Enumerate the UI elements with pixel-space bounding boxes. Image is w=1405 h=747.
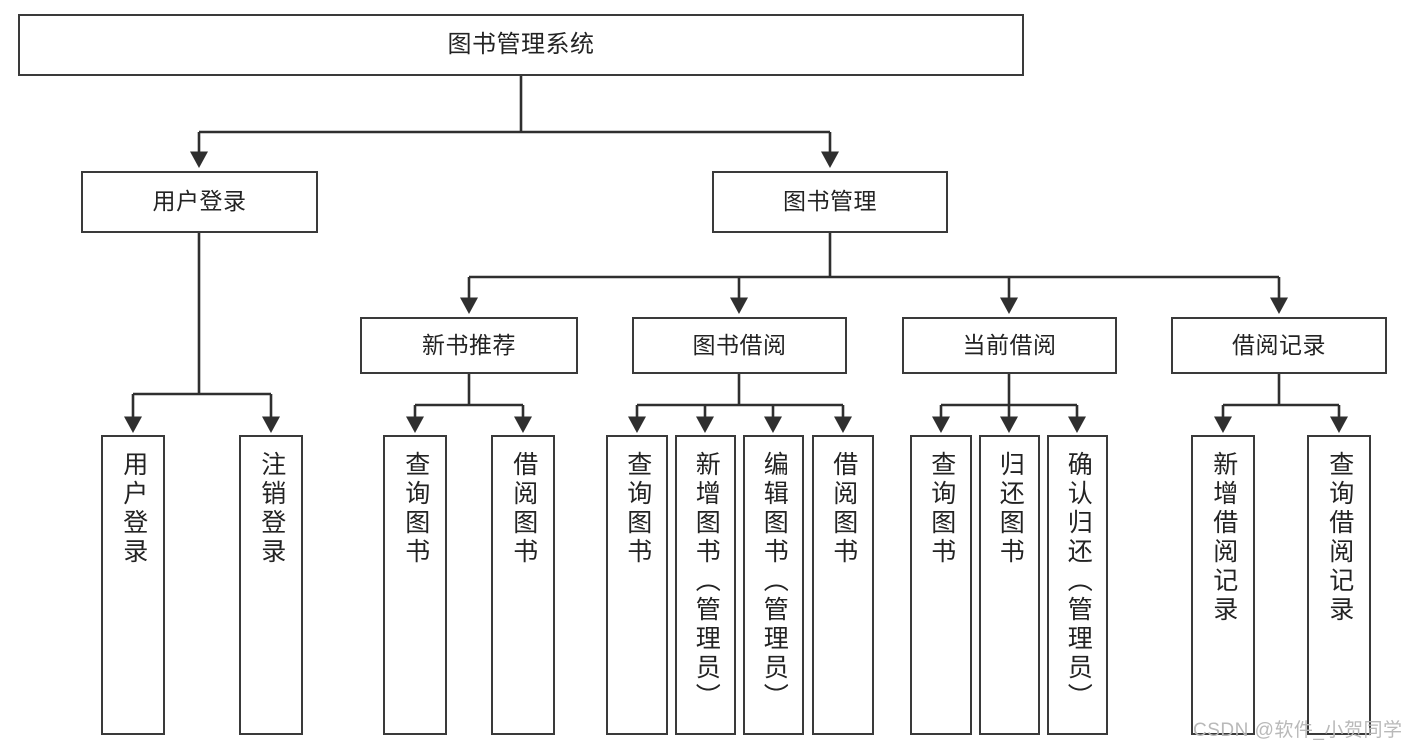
node-label: 借阅记录 [1232, 331, 1326, 358]
leaf-borrow-book-recommend[interactable]: 借阅图书 [491, 435, 555, 735]
node-current-borrow[interactable]: 当前借阅 [902, 317, 1117, 374]
leaf-borrow-book-borrow[interactable]: 借阅图书 [812, 435, 874, 735]
node-label: 确认归还（管理员） [1064, 451, 1093, 712]
node-label: 查询图书 [623, 451, 652, 567]
node-label: 归还图书 [996, 451, 1025, 567]
leaf-add-borrow-record[interactable]: 新增借阅记录 [1191, 435, 1255, 735]
leaf-user-logout[interactable]: 注销登录 [239, 435, 303, 735]
node-label: 图书管理 [783, 188, 877, 215]
leaf-query-book-recommend[interactable]: 查询图书 [383, 435, 447, 735]
node-root-book-management-system[interactable]: 图书管理系统 [18, 14, 1024, 76]
leaf-edit-book-admin[interactable]: 编辑图书（管理员） [743, 435, 804, 735]
node-label: 借阅图书 [509, 451, 538, 567]
leaf-query-borrow-record[interactable]: 查询借阅记录 [1307, 435, 1371, 735]
leaf-add-book-admin[interactable]: 新增图书（管理员） [675, 435, 736, 735]
leaf-confirm-return-admin[interactable]: 确认归还（管理员） [1047, 435, 1108, 735]
node-label: 新增借阅记录 [1209, 451, 1238, 625]
node-label: 编辑图书（管理员） [760, 451, 789, 712]
leaf-query-book-current[interactable]: 查询图书 [910, 435, 972, 735]
leaf-query-book-borrow[interactable]: 查询图书 [606, 435, 668, 735]
node-label: 查询图书 [401, 451, 430, 567]
node-label: 新增图书（管理员） [692, 451, 721, 712]
node-new-book-recommend[interactable]: 新书推荐 [360, 317, 578, 374]
node-book-manage[interactable]: 图书管理 [712, 171, 948, 233]
node-label: 查询图书 [927, 451, 956, 567]
node-label: 图书管理系统 [447, 30, 595, 58]
node-borrow-record[interactable]: 借阅记录 [1171, 317, 1387, 374]
node-label: 借阅图书 [829, 451, 858, 567]
node-book-borrow[interactable]: 图书借阅 [632, 317, 847, 374]
node-label: 注销登录 [257, 451, 286, 567]
node-label: 当前借阅 [962, 331, 1057, 358]
leaf-user-login[interactable]: 用户登录 [101, 435, 165, 735]
node-label: 用户登录 [119, 451, 148, 567]
node-label: 新书推荐 [422, 331, 516, 358]
node-user-login[interactable]: 用户登录 [81, 171, 318, 233]
node-label: 查询借阅记录 [1325, 451, 1354, 625]
leaf-return-book[interactable]: 归还图书 [979, 435, 1040, 735]
csdn-watermark: CSDN @软件_小贺同学 [1193, 720, 1403, 741]
node-label: 图书借阅 [692, 331, 787, 358]
node-label: 用户登录 [152, 188, 247, 215]
